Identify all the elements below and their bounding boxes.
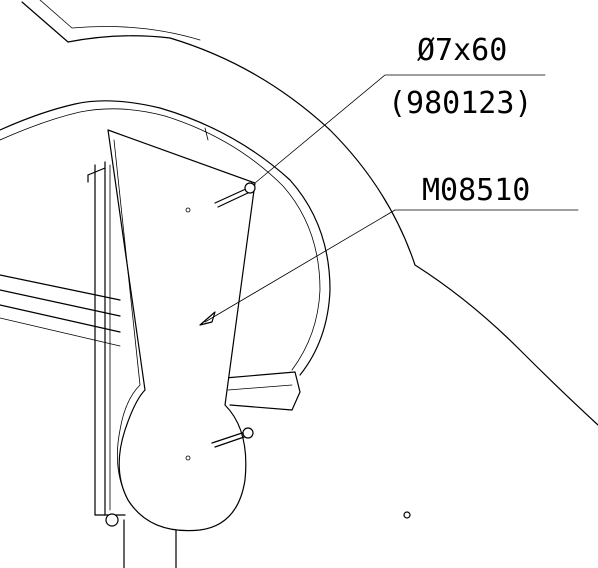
screw-upper <box>214 182 256 208</box>
horizontal-rail <box>0 274 301 411</box>
screw-code-label: (980123) <box>388 86 533 121</box>
hole-marker <box>403 511 411 519</box>
bracket-code-label: M08510 <box>422 173 530 208</box>
leader-lines <box>199 74 579 326</box>
vertical-post <box>87 161 177 568</box>
outer-housing <box>21 0 598 426</box>
inner-shell <box>0 100 331 376</box>
screw-lower <box>211 427 254 448</box>
bracket-plate <box>107 129 256 532</box>
screw-spec-label: Ø7x60 <box>417 33 507 68</box>
